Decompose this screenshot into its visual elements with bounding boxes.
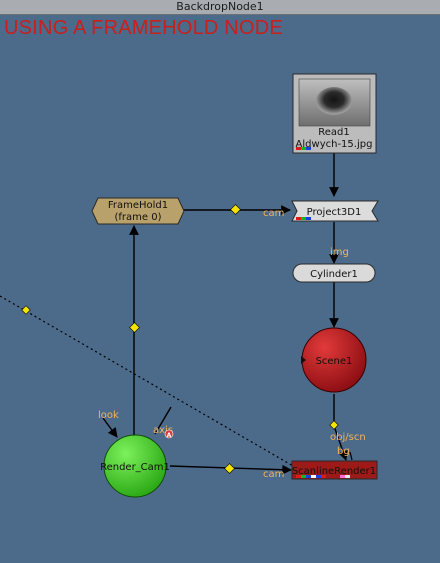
project3d-node[interactable]: Project3D1 [291, 200, 379, 222]
render-camera-node-name: Render_Cam1 [100, 462, 170, 473]
edge-label-scanline-bg: bg [337, 446, 350, 457]
edge-dot-framehold[interactable] [230, 204, 241, 215]
edge-label-project-cam: cam [263, 208, 284, 219]
scanline-render-node[interactable]: ScanlineRender1 [291, 460, 378, 480]
edge-label-scanline-obj: obj/scn [330, 432, 366, 443]
edge-dot-scene-scanline[interactable] [329, 420, 339, 430]
expression-dot[interactable] [21, 305, 31, 315]
edge-look-input[interactable] [102, 417, 118, 438]
read-node-file: Aldwych-15.jpg [296, 139, 373, 150]
scanline-render-node-name: ScanlineRender1 [292, 466, 376, 477]
read-node[interactable]: Read1 Aldwych-15.jpg [292, 73, 377, 154]
project3d-node-name: Project3D1 [307, 207, 362, 218]
backdrop-label: USING A FRAMEHOLD NODE [4, 17, 283, 39]
read-node-name: Read1 [318, 127, 350, 138]
edge-dot-camera-scanline[interactable] [224, 463, 235, 474]
scene-node[interactable]: Scene1 [301, 327, 367, 393]
backdrop-title: BackdropNode1 [0, 0, 440, 15]
edge-dot-camera-framehold[interactable] [129, 322, 140, 333]
edge-scanline-bg[interactable] [349, 451, 353, 461]
framehold-node[interactable]: FrameHold1 (frame 0) [91, 197, 185, 225]
scene-node-name: Scene1 [316, 356, 353, 367]
framehold-node-name: FrameHold1 [108, 200, 168, 211]
edge-axis-input[interactable] [154, 406, 172, 435]
axis-warning-icon: A [164, 429, 174, 439]
render-camera-node[interactable]: Render_Cam1 [100, 434, 170, 498]
cylinder-node[interactable]: Cylinder1 [292, 263, 376, 283]
tunnel-hole [316, 87, 352, 115]
edge-label-axis: axis [153, 425, 173, 436]
edge-label-scanline-cam: cam [263, 469, 284, 480]
cylinder-node-name: Cylinder1 [310, 269, 358, 280]
svg-text:A: A [167, 432, 172, 439]
framehold-node-frame: (frame 0) [115, 212, 162, 223]
edge-label-look: look [98, 410, 119, 421]
edge-label-project-img: img [330, 247, 349, 258]
